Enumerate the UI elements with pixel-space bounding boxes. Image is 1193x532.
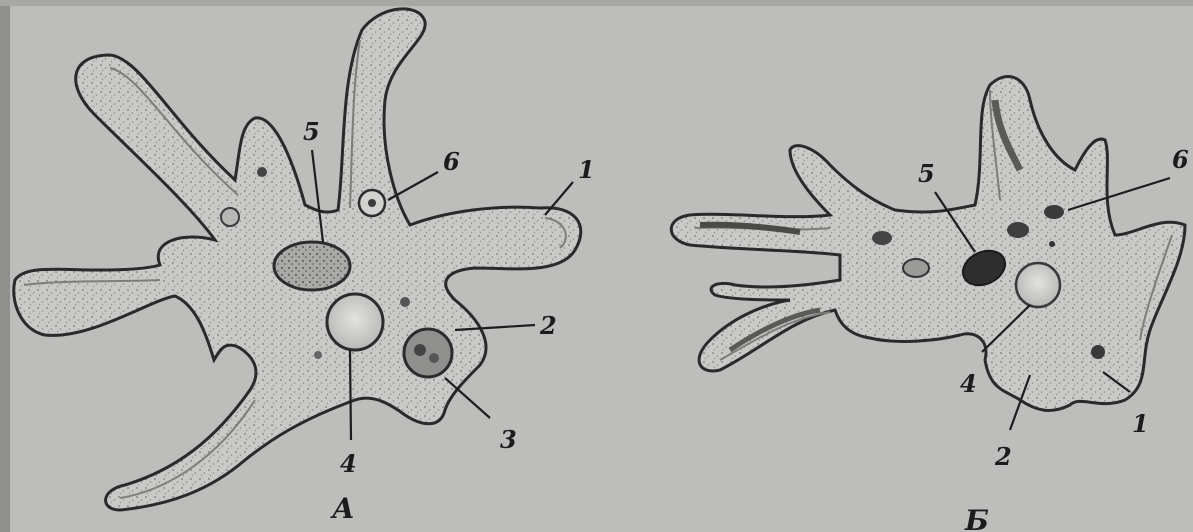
food-vacuole-a [404,329,452,377]
caption-b: Б [964,504,989,532]
contractile-vacuole-b [1016,263,1060,307]
food-particle [429,353,439,363]
label-2-b: 2 [994,442,1012,471]
vacuole-b [1044,205,1064,219]
nucleus-a [274,242,350,290]
label-5-a: 5 [303,117,320,146]
leader-4-a [350,350,351,440]
granule-b [1091,345,1105,359]
vacuole-b [872,231,892,245]
vacuole-b [903,259,929,277]
label-1-a: 1 [578,155,595,184]
label-4-a: 4 [340,449,357,478]
label-1-b: 1 [1132,409,1149,438]
vacuole-core [368,199,376,207]
vacuole-b [1007,222,1029,238]
granule-a [314,351,322,359]
granule-a [257,167,267,177]
small-vacuole-a [221,208,239,226]
granule-b [1049,241,1055,247]
label-6-a: 6 [443,147,460,176]
granule-a [400,297,410,307]
label-2-a: 2 [539,311,557,340]
caption-a: А [330,492,355,525]
label-5-b: 5 [918,159,935,188]
label-6-b: 6 [1172,145,1189,174]
food-particle [414,344,426,356]
label-4-b: 4 [960,369,977,398]
contractile-vacuole-a [327,294,383,350]
label-3-a: 3 [500,425,517,454]
